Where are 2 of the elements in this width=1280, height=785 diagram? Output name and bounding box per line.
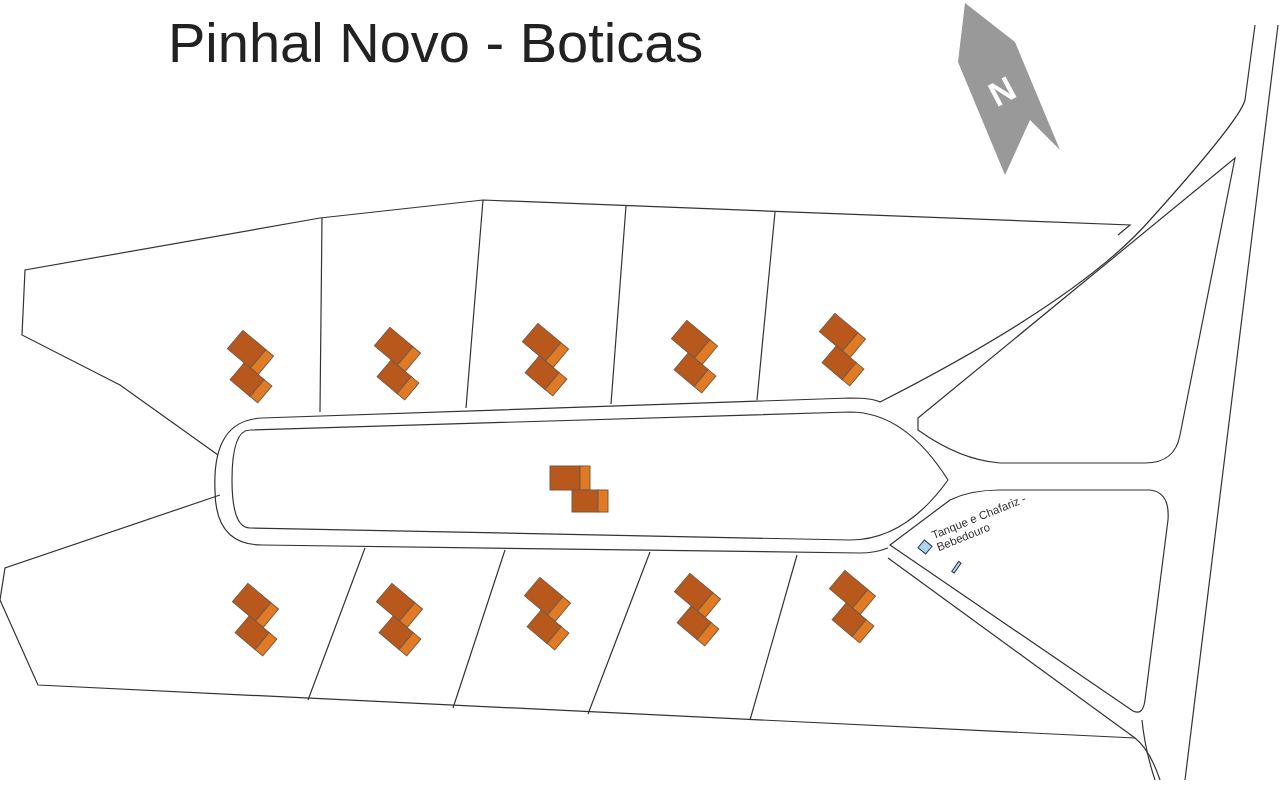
title: Pinhal Novo - Boticas (168, 10, 704, 75)
north-label: N (982, 68, 1023, 115)
